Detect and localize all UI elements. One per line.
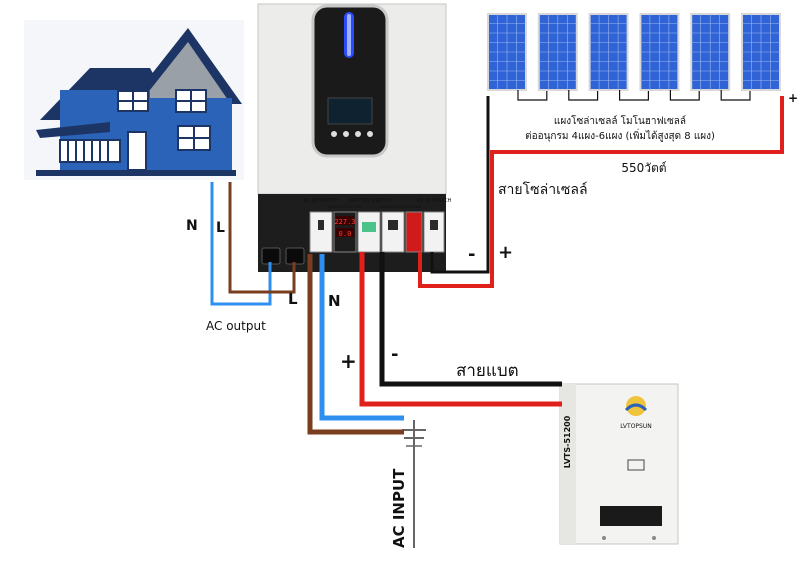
ac-input-neutral-wire [319, 254, 404, 421]
voltage-meter-reading: 227.3 [334, 218, 355, 226]
house-neutral-label: N [186, 218, 198, 234]
solar-negative-wire [430, 96, 490, 274]
solar-top-plus-sign: + [788, 91, 798, 105]
battery-positive-sign: + [340, 349, 357, 373]
ac-output-live-wire [228, 182, 296, 294]
panel-series-link [517, 90, 548, 101]
solar-cable-label: สายโซล่าเซลล์ [498, 181, 588, 198]
ac-input-live-wire [307, 254, 404, 435]
solar-positive-sign: + [498, 242, 513, 263]
ac-output-neutral-wire [210, 182, 272, 306]
inverter-unit [257, 3, 447, 272]
panel-series-link [568, 90, 599, 101]
ac-input-live-label: L [288, 290, 298, 308]
solar-subtitle: ต่ออนุกรม 4แผง-6แผง (เพิ่มได้สูงสุด 8 แผ… [525, 128, 715, 142]
switch-label-pv-in: PV IN SWITCH [417, 198, 452, 204]
panel-series-link [720, 90, 751, 101]
house-live-label: L [216, 220, 225, 236]
battery-cable-label: สายแบต [456, 361, 519, 381]
inverter-switch-labels: AC IN SWITCH SURGE PROTECTOR BATTERY SWI… [304, 198, 452, 238]
solar-power-rating: 550วัตต์ [621, 161, 666, 175]
solar-title: แผงโซล่าเซลล์ โมโนฮาฟเซลล์ [554, 114, 686, 127]
battery-unit [559, 383, 679, 545]
switch-label-battery: BATTERY SWITCH [348, 198, 391, 204]
house-illustration [24, 20, 244, 180]
switch-label-ac-in: AC IN SWITCH [304, 198, 339, 204]
utility-pole [402, 420, 426, 548]
battery-negative-wire [379, 252, 562, 387]
solar-panel-array [487, 13, 781, 101]
battery-model: LVTS-51200 [563, 415, 572, 468]
ac-output-caption: AC output [206, 319, 266, 333]
solar-positive-wire [418, 96, 784, 288]
panel-series-link [618, 90, 650, 101]
ac-input-label: AC INPUT [390, 468, 408, 548]
battery-brand: LVTOPSUN [620, 423, 651, 430]
current-meter-reading: 0.0 [339, 230, 352, 238]
battery-positive-wire [359, 252, 562, 407]
battery-negative-sign: - [391, 344, 398, 365]
solar-negative-sign: - [468, 244, 475, 265]
switch-label-surge: SURGE PROTECTOR [328, 205, 362, 209]
switch-label-lightning: LIGHTNING PROTECTION [379, 205, 421, 209]
ac-input-neutral-label: N [328, 292, 341, 310]
panel-series-link [669, 90, 700, 101]
